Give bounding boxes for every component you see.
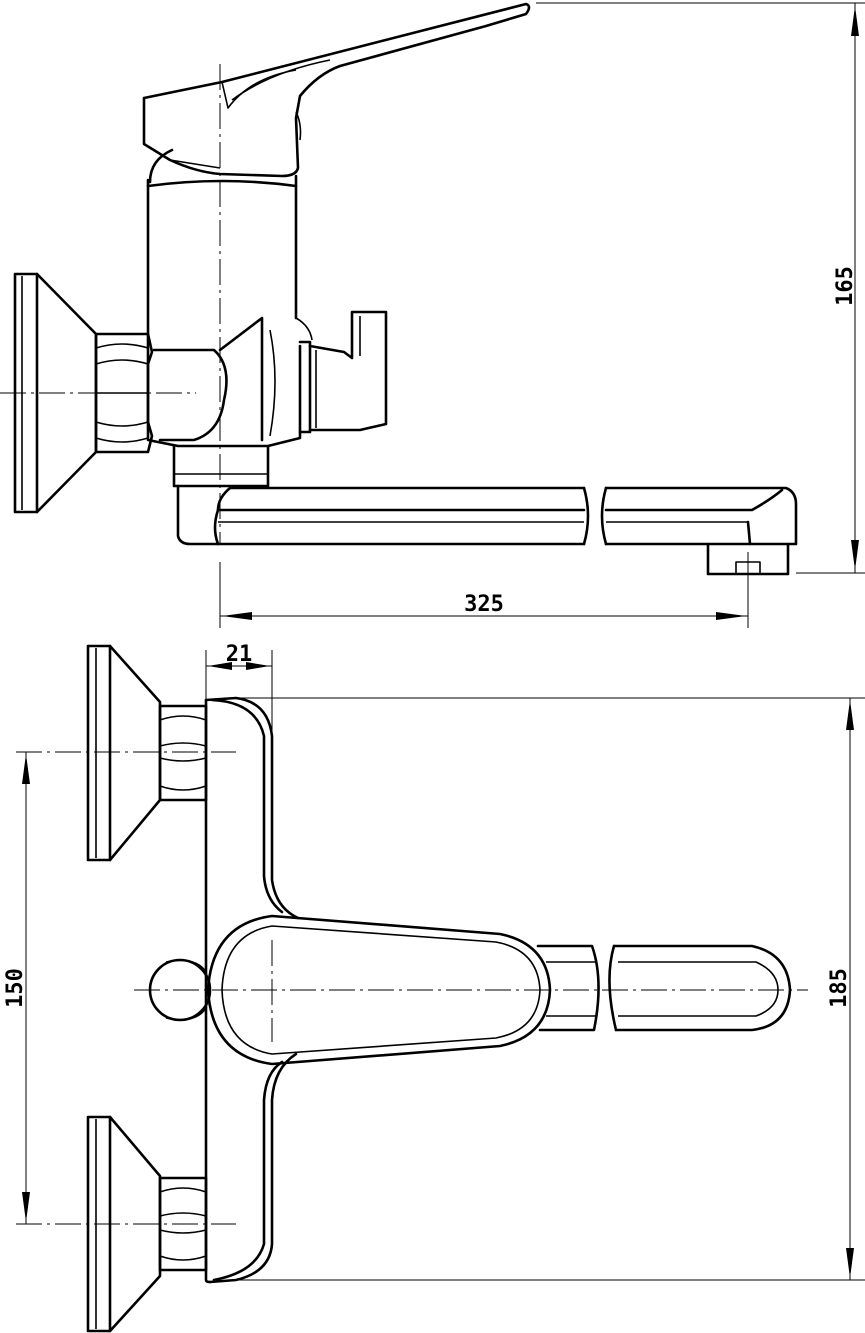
dimension-top-body-offset: 21 bbox=[206, 642, 272, 736]
dimension-top-height-label: 185 bbox=[827, 968, 852, 1008]
dimension-side-spout-reach: 325 bbox=[220, 552, 748, 628]
side-view: 165 325 bbox=[0, 3, 865, 628]
top-wall-flange-upper bbox=[88, 646, 160, 860]
top-view: 21 150 185 bbox=[3, 642, 865, 1331]
side-spout bbox=[178, 486, 796, 574]
top-hex-nut-upper bbox=[160, 706, 206, 800]
dimension-side-height-label: 165 bbox=[833, 266, 858, 306]
dimension-top-height: 185 bbox=[236, 698, 865, 1280]
side-mixer-body bbox=[148, 150, 312, 486]
dimension-top-body-offset-label: 21 bbox=[226, 642, 253, 667]
dimension-top-inlet-spacing-label: 150 bbox=[3, 968, 28, 1008]
dimension-side-height: 165 bbox=[536, 3, 865, 573]
top-spout bbox=[538, 946, 790, 1030]
dimension-side-spout-reach-label: 325 bbox=[464, 592, 504, 617]
dimension-top-inlet-spacing: 150 bbox=[3, 752, 30, 1224]
side-diverter-knob bbox=[300, 312, 386, 432]
side-lever-handle bbox=[144, 4, 529, 176]
